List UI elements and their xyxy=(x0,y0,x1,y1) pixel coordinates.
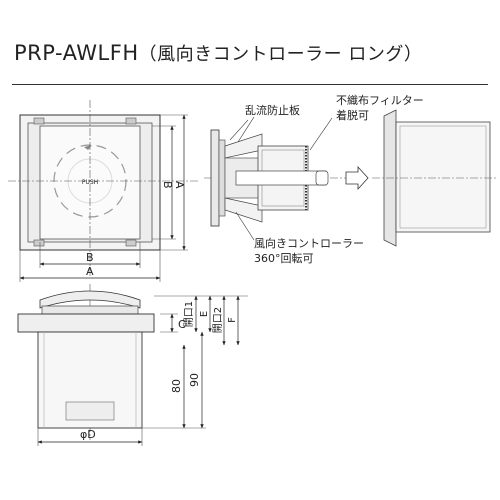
label-filter: 不織布フィルター xyxy=(336,94,424,107)
dim-80: 80 xyxy=(170,379,183,393)
push-label: PUSH xyxy=(82,179,98,186)
dim-f: F xyxy=(227,317,238,323)
label-controller-rotation: 360°回転可 xyxy=(254,252,314,265)
dim-front-a-height: A xyxy=(173,181,186,189)
front-view: PUSH B A B A xyxy=(8,100,200,282)
dim-opening-2: 開口2 xyxy=(212,307,224,333)
filter-view xyxy=(372,109,496,247)
dim-e: E xyxy=(199,311,210,317)
dim-front-b-height: B xyxy=(161,181,174,189)
dim-front-b-width: B xyxy=(86,251,94,264)
dim-front-a-width: A xyxy=(86,265,94,278)
side-view: 乱流防止板 不織布フィルター 着脱可 風向きコントローラー 360°回転可 xyxy=(204,94,424,265)
model-name: PRP-AWLFH xyxy=(14,41,139,65)
section-view: C 開口1 E 開口2 F 80 90 φD xyxy=(17,284,248,446)
model-subtitle: （風向きコントローラー ロング） xyxy=(138,44,423,65)
label-filter-removable: 着脱可 xyxy=(336,108,369,122)
dim-90: 90 xyxy=(188,373,201,387)
label-baffle: 乱流防止板 xyxy=(245,103,300,117)
label-controller: 風向きコントローラー xyxy=(254,236,364,250)
dim-c: C xyxy=(178,318,186,331)
title-divider xyxy=(12,84,488,85)
dim-phi-d: φD xyxy=(80,428,96,441)
dim-opening-1: 開口1 xyxy=(183,301,195,327)
page-title: PRP-AWLFH（風向きコントローラー ロング） xyxy=(14,40,422,66)
